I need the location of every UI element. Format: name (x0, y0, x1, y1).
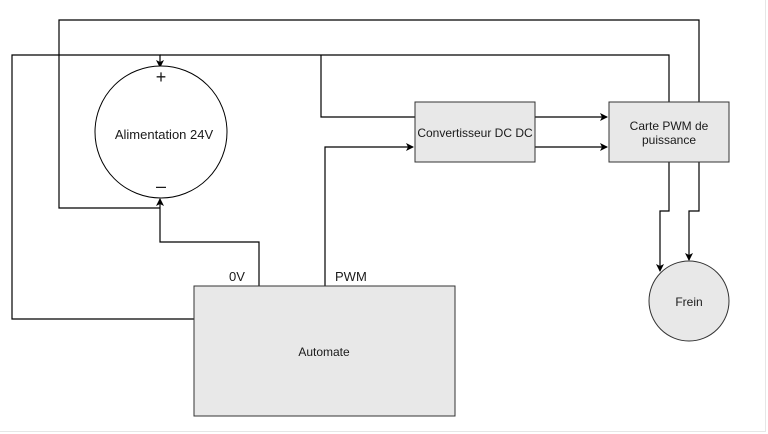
edge-label-0v: 0V (229, 269, 245, 284)
edge-carte-pwm-to-frein-2 (685, 162, 700, 261)
node-carte-pwm[interactable]: Carte PWM de puissance (608, 101, 730, 163)
edge-automate-pwm-to-convertisseur (324, 143, 414, 286)
edge-alim-to-convertisseur (320, 55, 415, 118)
edge-carte-pwm-to-frein-1 (656, 162, 670, 272)
node-alimentation[interactable]: Alimentation 24V + – (94, 65, 228, 199)
edge-automate-to-alimentation-plus (11, 54, 194, 320)
edge-carte-pwm-to-alimentation-minus (58, 19, 700, 209)
edge-label-pwm: PWM (335, 269, 367, 284)
minus-icon: – (156, 176, 166, 196)
carte-pwm-label-line1: Carte PWM de (630, 119, 709, 133)
edge-automate-0v-to-alimentation-minus (156, 198, 260, 286)
convertisseur-label: Convertisseur DC DC (417, 126, 533, 140)
node-convertisseur[interactable]: Convertisseur DC DC (414, 101, 536, 163)
carte-pwm-label-line2: puissance (642, 133, 696, 147)
node-frein[interactable]: Frein (648, 260, 730, 342)
edge-alim-plus-to-carte-pwm (160, 54, 670, 102)
plus-icon: + (156, 67, 167, 87)
node-automate[interactable]: Automate (193, 285, 456, 417)
frein-label: Frein (675, 295, 702, 309)
automate-label: Automate (298, 345, 350, 359)
alimentation-label: Alimentation 24V (115, 127, 214, 142)
